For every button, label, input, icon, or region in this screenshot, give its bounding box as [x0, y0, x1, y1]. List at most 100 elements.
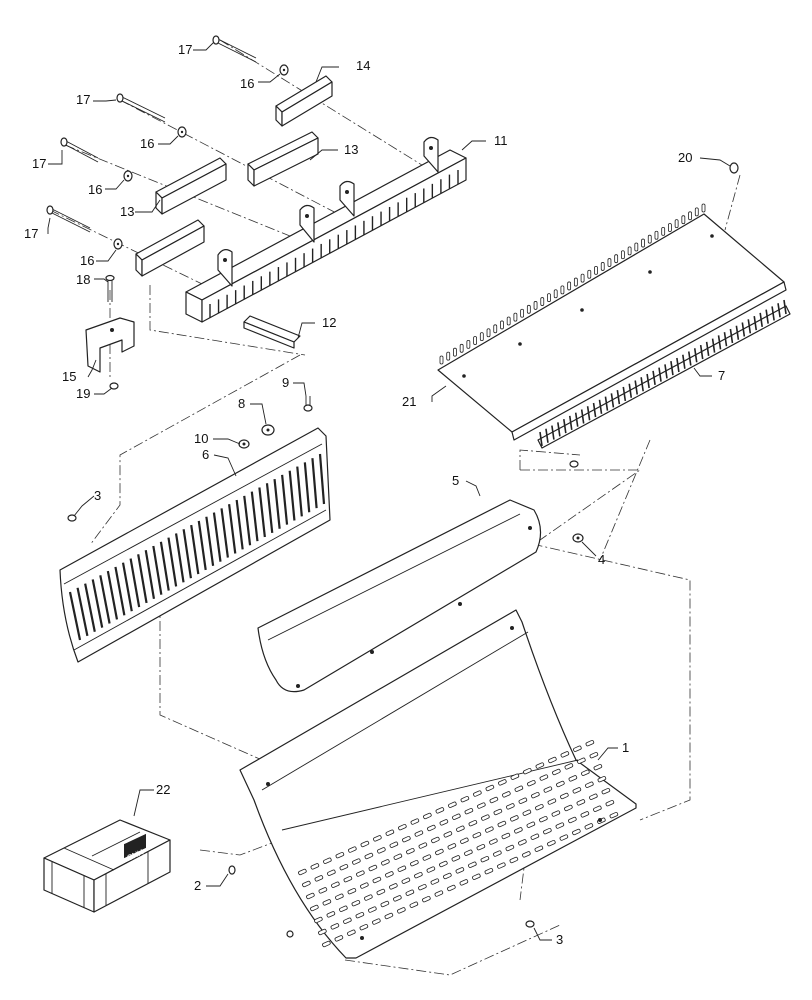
- callout-16-b: 16: [140, 136, 154, 151]
- grate-bar: [190, 524, 200, 575]
- concave-slot: [306, 892, 315, 900]
- strip-tooth: [682, 354, 686, 369]
- concave-slot: [355, 912, 365, 919]
- strip-tooth: [747, 319, 752, 334]
- pan-tooth: [547, 293, 551, 303]
- concave-slot: [409, 901, 419, 908]
- concave-slot: [497, 862, 506, 869]
- concave-slot: [509, 856, 519, 864]
- pan-tooth: [466, 340, 471, 349]
- concave-slot: [352, 858, 361, 865]
- grate-bar: [288, 470, 296, 521]
- strip-tooth: [717, 335, 722, 350]
- concave-slot: [559, 834, 569, 841]
- concave-slot: [322, 940, 331, 948]
- nut-19: [109, 382, 119, 390]
- concave-slot: [530, 833, 540, 840]
- strip-tooth: [705, 341, 710, 356]
- callout-18: 18: [76, 272, 90, 287]
- bolt-17-fourth: [46, 205, 91, 233]
- concave-slot: [426, 866, 436, 873]
- concave-slot: [389, 883, 398, 890]
- concave-slot: [372, 918, 381, 925]
- concave-slot: [489, 796, 499, 804]
- concave-slot: [547, 798, 557, 805]
- bolt-17-top: [212, 35, 257, 63]
- grate-bar: [99, 575, 111, 624]
- strip-tooth: [604, 396, 609, 411]
- pin-2: [228, 865, 236, 875]
- pan-21: [437, 203, 787, 441]
- concave-slot: [418, 842, 428, 849]
- concave-slot: [472, 873, 481, 880]
- strip-tooth: [753, 315, 758, 331]
- pan-tooth: [446, 351, 451, 361]
- pan-tooth: [540, 297, 545, 306]
- concave-slot: [584, 823, 594, 830]
- grate-bar: [121, 562, 133, 612]
- concave-slot: [389, 841, 399, 848]
- callout-6: 6: [202, 447, 209, 462]
- concave-slot: [456, 825, 465, 832]
- strip-tooth: [586, 406, 591, 421]
- grate-bar: [144, 549, 156, 599]
- concave-slot: [609, 812, 619, 819]
- concave-slot: [443, 872, 452, 880]
- strip-tooth: [670, 361, 674, 376]
- concave-slot: [485, 826, 494, 833]
- grate-bar: [167, 537, 178, 587]
- concave-slot: [543, 786, 553, 793]
- concave-slot: [448, 801, 457, 808]
- concave-slot: [384, 912, 394, 920]
- concave-slot: [430, 878, 440, 885]
- concave-slot: [543, 828, 552, 835]
- concave-slot: [481, 814, 490, 821]
- concave-slot: [348, 846, 357, 853]
- concave-slot: [381, 859, 390, 866]
- concave-slot: [568, 816, 577, 824]
- strip-tooth: [693, 348, 698, 363]
- concave-slot: [572, 828, 581, 836]
- pan-tooth: [493, 324, 498, 334]
- concave-slot: [522, 851, 531, 858]
- bolt-17-third: [60, 137, 99, 163]
- concave-slot: [330, 923, 340, 930]
- concave-slot: [580, 811, 590, 818]
- concave-slot: [527, 780, 536, 787]
- strip-tooth: [699, 344, 704, 360]
- strip-tooth: [598, 399, 603, 414]
- concave-slot: [451, 855, 461, 862]
- strip-tooth: [545, 428, 549, 443]
- washer-16-a: [279, 64, 289, 76]
- pan-tooth: [688, 211, 692, 221]
- washer-16-d: [113, 238, 123, 250]
- callout-16-c: 16: [88, 182, 102, 197]
- concave-slot: [585, 740, 595, 747]
- concave-slot: [497, 820, 507, 828]
- concave-slot: [435, 848, 444, 856]
- concave-slot: [372, 876, 382, 884]
- grate-bar: [220, 508, 229, 558]
- concave-slot: [573, 745, 582, 752]
- strip-tooth: [664, 364, 668, 379]
- concave-slot: [334, 935, 344, 942]
- grate-bar: [129, 558, 141, 608]
- concave-slot: [548, 756, 557, 764]
- concave-slot: [310, 863, 320, 870]
- concave-slot: [351, 900, 361, 907]
- concave-slot: [547, 840, 556, 847]
- concave-slot: [535, 762, 545, 769]
- concave-slot: [385, 829, 395, 836]
- concave-slot: [493, 808, 503, 816]
- callout-10: 10: [194, 431, 208, 446]
- concave-slot: [452, 813, 461, 820]
- pan-tooth: [634, 242, 639, 252]
- concave-slot: [401, 877, 411, 884]
- callout-8: 8: [238, 396, 245, 411]
- pan-tooth: [668, 223, 672, 232]
- strip-tooth: [580, 409, 585, 424]
- callout-9: 9: [282, 375, 289, 390]
- callout-17-b: 17: [76, 92, 90, 107]
- pan-tooth: [567, 281, 572, 291]
- concave-slot: [593, 764, 603, 771]
